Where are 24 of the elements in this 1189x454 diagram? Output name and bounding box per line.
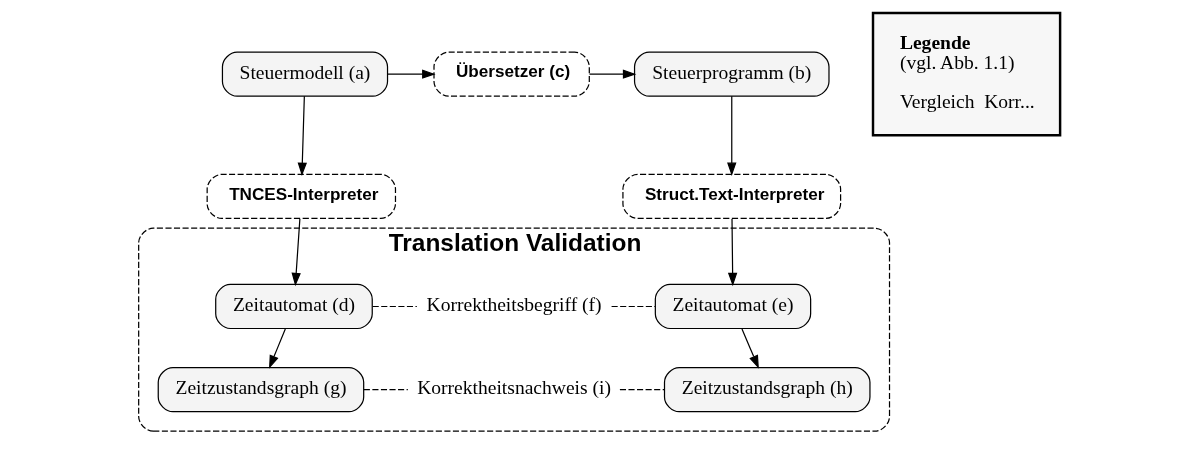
connector: [372, 305, 418, 308]
arrow: [297, 95, 308, 176]
connector: [363, 389, 409, 391]
node-box: Zeitautomat (d): [215, 283, 373, 330]
arrow: [387, 69, 436, 79]
node-box: Steuerprogramm (b): [633, 51, 830, 97]
connector: [619, 389, 665, 391]
connector: [610, 305, 656, 308]
node-text: Korrektheitsnachweis (i): [417, 377, 611, 399]
arrow: [588, 69, 637, 79]
node-box: Zeitzustandsgraph (g): [157, 367, 365, 413]
node-box: Legende (vgl. Abb. 1.1) Vergleich Korr...: [871, 11, 1062, 137]
arrow: [727, 95, 737, 176]
node-box: Steuermodell (a): [221, 51, 389, 97]
node-text: Korrektheitsbegriff (f): [426, 294, 602, 316]
arrow: [291, 218, 301, 287]
node-box: Zeitzustandsgraph (h): [663, 367, 871, 413]
node-box: Übersetzer (c): [433, 51, 590, 97]
arrow: [727, 218, 738, 287]
node-box: Zeitautomat (e): [654, 283, 812, 330]
arrow: [269, 328, 286, 369]
arrow: [741, 328, 759, 369]
node-box: TNCES-Interpreter: [206, 173, 397, 220]
node-box: Struct.Text-Interpreter: [622, 173, 842, 220]
